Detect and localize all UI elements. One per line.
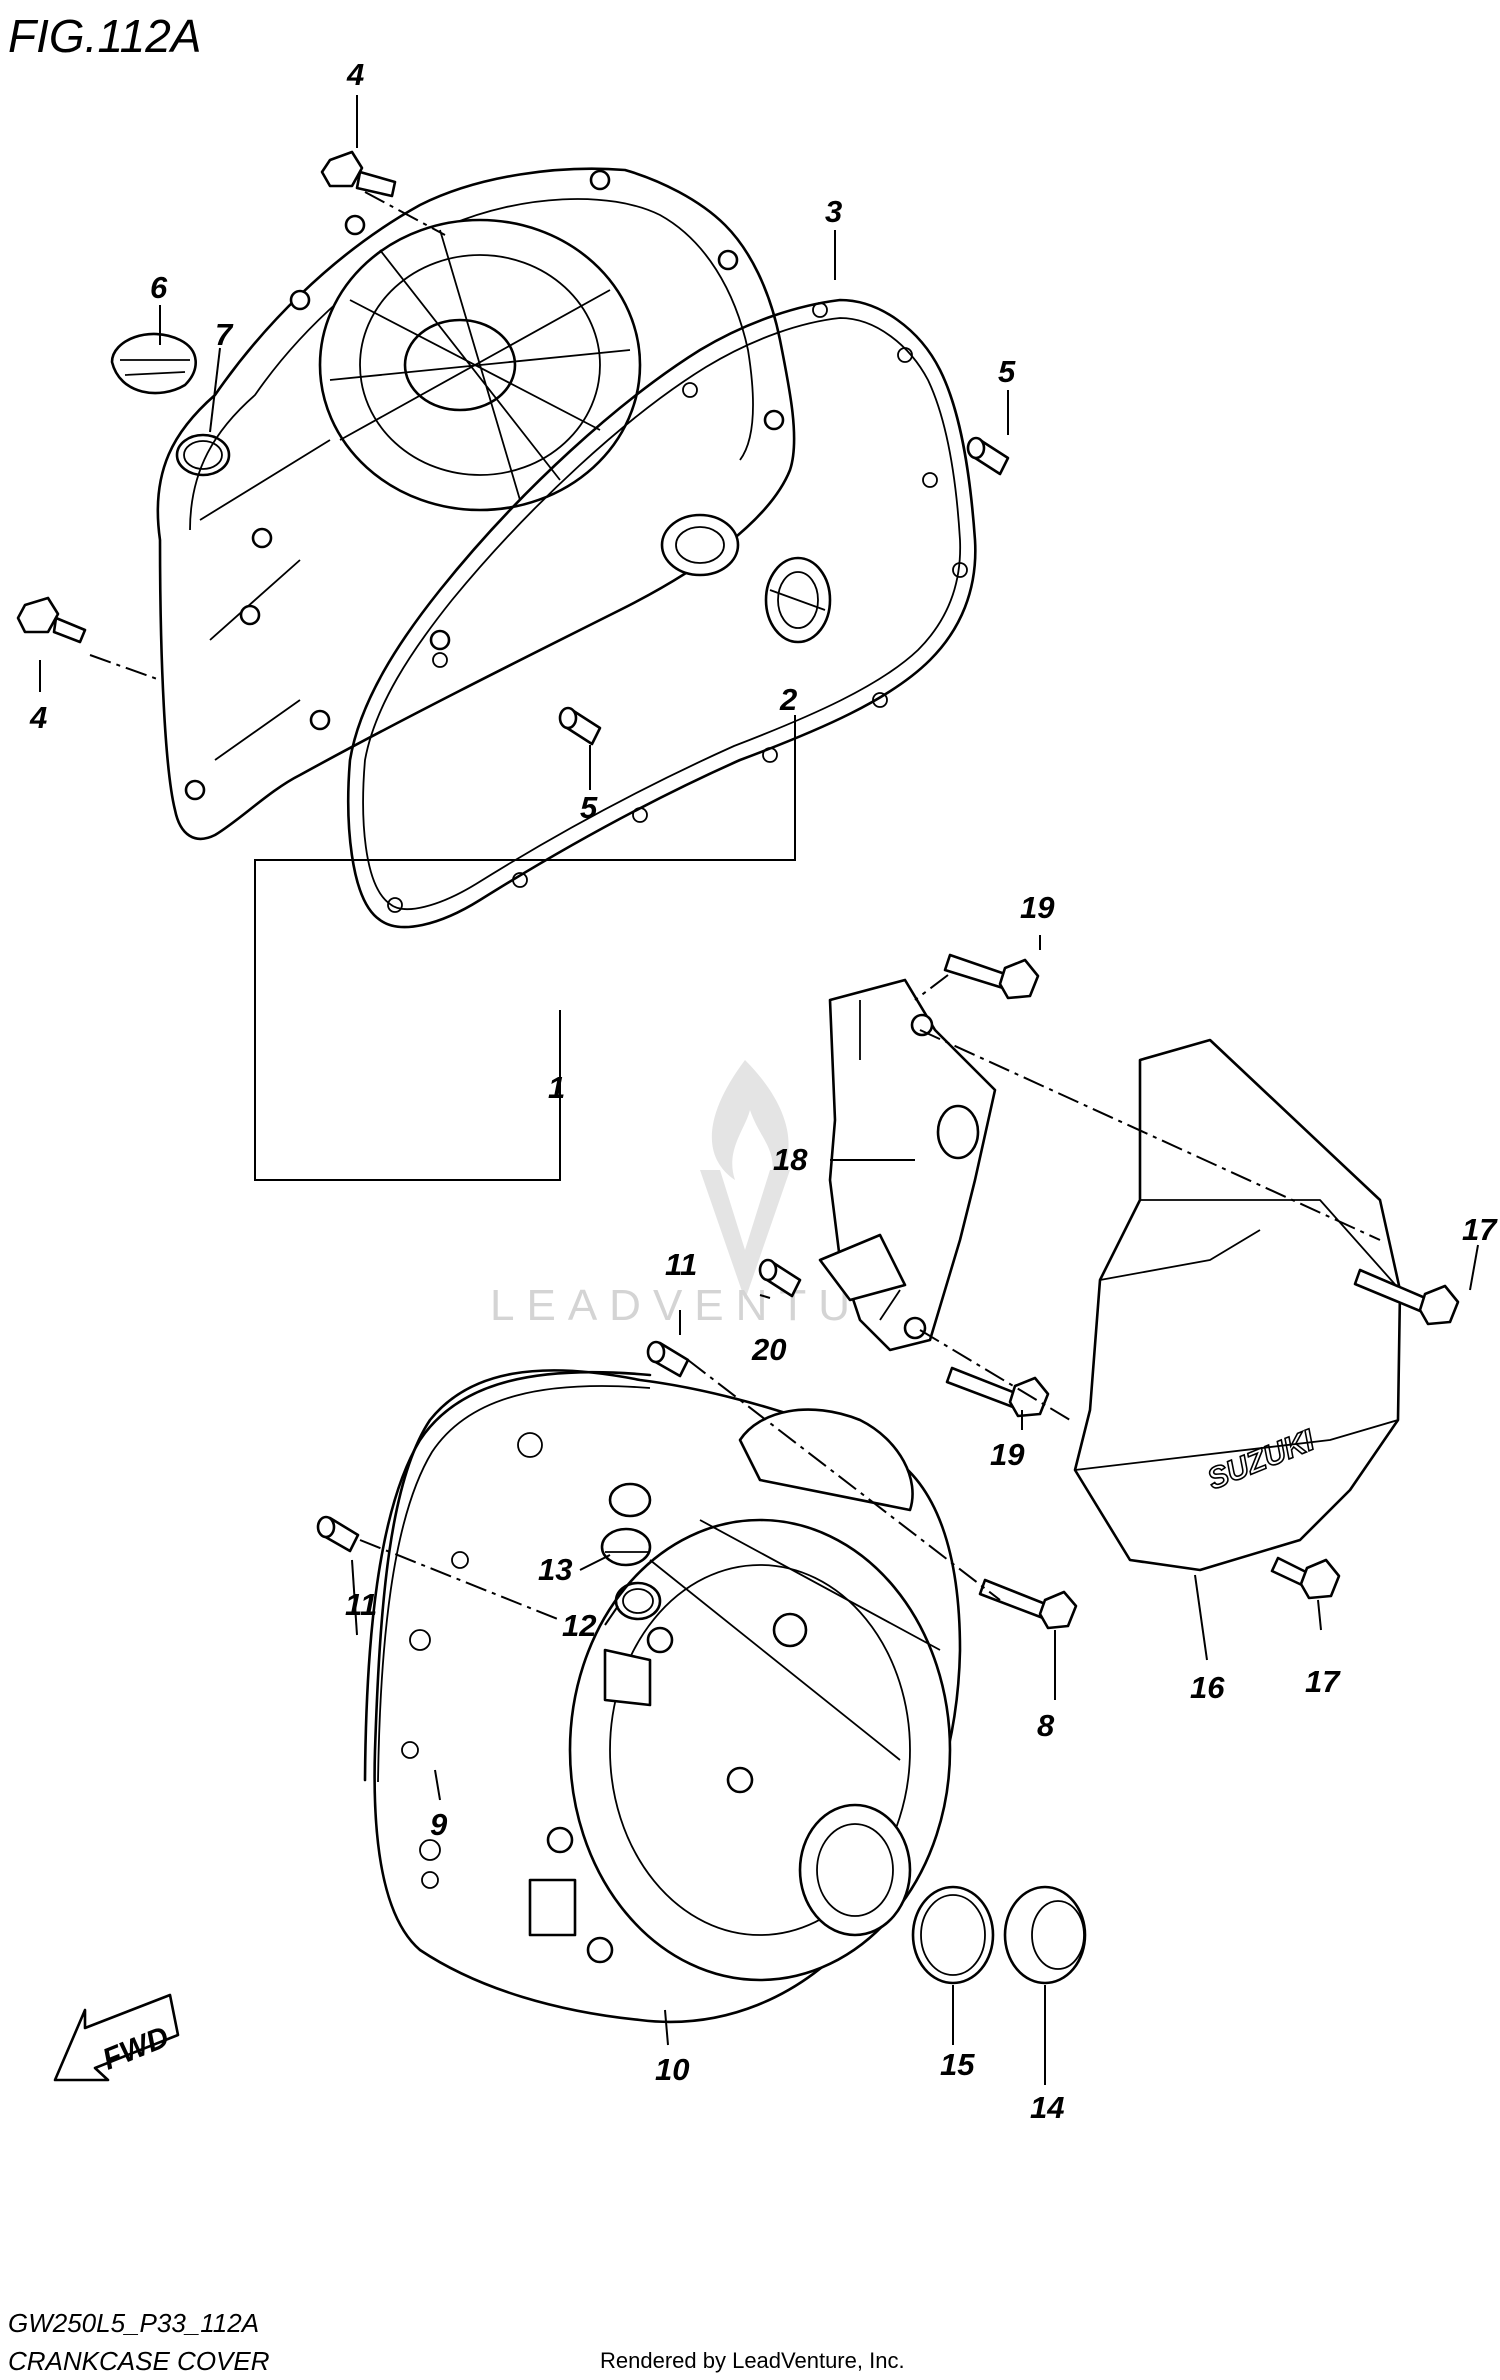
o-ring-part-7[interactable] (175, 433, 231, 477)
cap-part-14[interactable] (1003, 1885, 1087, 1985)
callout-17-upper: 17 (1462, 1212, 1498, 1247)
callout-11-lower: 11 (345, 1587, 377, 1622)
sprocket-cover-part[interactable]: SUZUKI (1073, 1038, 1402, 1572)
callout-12: 12 (562, 1608, 596, 1643)
callout-9: 9 (430, 1807, 448, 1842)
oil-seal-part[interactable] (764, 556, 832, 644)
dowel-pin-part-11-lower[interactable] (316, 1515, 360, 1553)
magneto-cover-part[interactable] (373, 1369, 962, 2024)
callout-15: 15 (940, 2047, 975, 2082)
callout-4-upper: 4 (346, 57, 364, 92)
o-ring-part-12[interactable] (614, 1581, 662, 1621)
dowel-pin-part-11-upper[interactable] (646, 1340, 690, 1378)
callout-20: 20 (751, 1332, 786, 1367)
figure-title: FIG.112A (8, 10, 201, 62)
bolt-part-19-upper[interactable] (943, 953, 1040, 1000)
o-ring-part-15[interactable] (911, 1885, 995, 1985)
bracket-part-18[interactable] (818, 978, 997, 1352)
dowel-pin-part-lower[interactable] (558, 706, 602, 746)
callout-13: 13 (538, 1552, 572, 1587)
callout-19-upper: 19 (1020, 890, 1055, 925)
callout-labels: 4 3 5 6 7 4 2 5 1 19 18 11 20 17 19 13 1… (29, 57, 1498, 2125)
callout-17-lower: 17 (1305, 1664, 1341, 1699)
gasket-part[interactable] (347, 298, 977, 929)
callout-5-upper: 5 (998, 354, 1016, 389)
magneto-gasket-part[interactable] (363, 1370, 652, 1889)
bolt-part-17-upper[interactable] (1353, 1268, 1460, 1326)
bolt-part-17-lower[interactable] (1270, 1556, 1341, 1600)
leader-lines (39, 95, 1479, 2085)
callout-3: 3 (825, 194, 842, 229)
dowel-pin-part-20[interactable] (758, 1258, 802, 1298)
plug-part-13[interactable] (600, 1527, 652, 1567)
callout-14: 14 (1030, 2090, 1064, 2125)
callout-11-upper: 11 (665, 1247, 697, 1282)
callout-4-lower: 4 (29, 700, 47, 735)
callout-10: 8 (1037, 1708, 1055, 1743)
callout-19-lower: 19 (990, 1437, 1025, 1472)
fwd-arrow-icon (53, 1993, 180, 2082)
callout-8: 10 (655, 2052, 689, 2087)
bolt-part-upper[interactable] (320, 150, 397, 198)
callout-5-lower: 5 (580, 790, 598, 825)
dowel-pin-part-upper[interactable] (966, 436, 1010, 476)
bolt-part-19-lower[interactable] (945, 1366, 1050, 1418)
callout-18: 18 (773, 1142, 808, 1177)
render-credit: Rendered by LeadVenture, Inc. (600, 2348, 905, 2373)
section-name: CRANKCASE COVER (8, 2346, 270, 2376)
callout-2: 2 (779, 682, 797, 717)
callout-6: 6 (150, 270, 168, 305)
oil-filler-cap-part[interactable] (110, 332, 197, 395)
bolt-part-10[interactable] (978, 1578, 1078, 1630)
callout-7: 7 (215, 317, 234, 352)
model-code: GW250L5_P33_112A (8, 2308, 259, 2338)
callout-1: 1 (548, 1070, 565, 1105)
callout-16: 16 (1190, 1670, 1225, 1705)
bolt-part-lower[interactable] (16, 596, 87, 644)
clutch-cover-part[interactable] (156, 167, 796, 841)
watermark-flame-icon (700, 1060, 790, 1300)
fwd-direction-marker: FWD (53, 1993, 180, 2082)
